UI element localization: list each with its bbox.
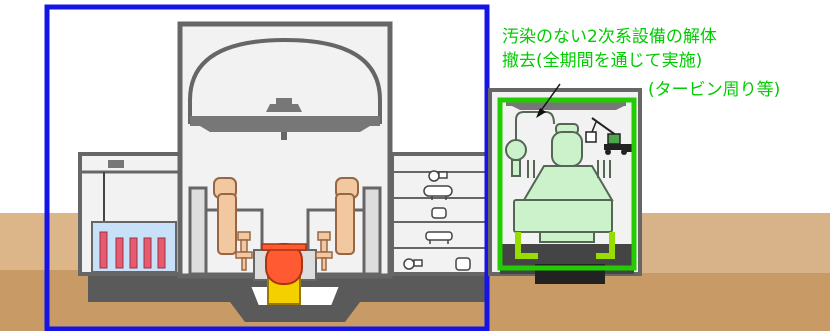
reactor-vessel (261, 243, 307, 305)
steam-generator-left (213, 177, 237, 255)
annotation-line-1: 汚染のない2次系設備の解体 (502, 27, 717, 47)
left-auxiliary-building (78, 152, 182, 276)
coolant-pump-left (235, 231, 253, 271)
coolant-pump-right (315, 231, 333, 271)
annotation-line-2: 撤去(全期間を通じて実施) (502, 51, 703, 71)
turbine-piping (527, 160, 611, 178)
steam-generator-right (335, 177, 359, 255)
lime-pipes (515, 232, 615, 259)
tank-icon (425, 231, 453, 244)
crane-icon (585, 117, 632, 155)
reactor-building-frame (44, 4, 490, 331)
pump-icon (428, 170, 448, 182)
polar-crane (266, 104, 302, 112)
annotation-arrow (536, 83, 561, 118)
tank-icon (455, 257, 471, 271)
turbine-icon (513, 123, 614, 243)
right-auxiliary-building (390, 152, 494, 276)
fuel-rods (99, 231, 166, 269)
generator-icon (505, 111, 555, 177)
tank-icon (431, 207, 447, 219)
containment-building (177, 21, 393, 281)
tank-icon (423, 185, 453, 200)
pump-icon (403, 258, 423, 270)
annotation-line-3: (タービン周り等) (648, 80, 781, 100)
turbine-building-frame (497, 97, 637, 271)
